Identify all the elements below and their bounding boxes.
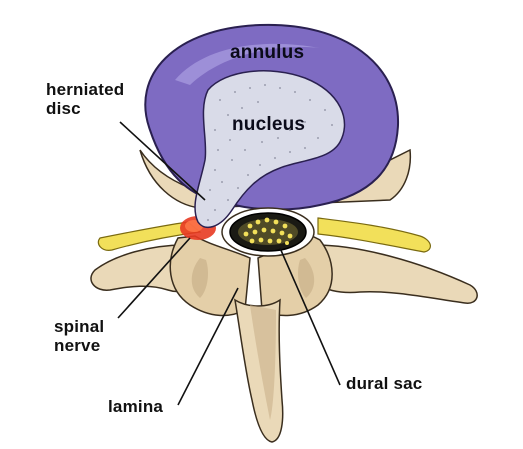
nucleus-stipple [207, 84, 333, 221]
facet-right [298, 258, 315, 298]
right-transverse-process [311, 244, 478, 304]
bone-shading [250, 305, 276, 420]
annulus-highlight [175, 43, 320, 85]
label-herniated-disc-line2: disc [46, 99, 81, 118]
label-dural-sac: dural sac [346, 374, 422, 393]
label-spinal-nerve-line2: nerve [54, 336, 100, 355]
facet-left [191, 258, 208, 298]
herniated-disc-leader [119, 121, 206, 201]
label-nucleus: nucleus [232, 114, 305, 135]
nerve-rootlets [243, 217, 293, 245]
label-lamina: lamina [108, 397, 163, 416]
leader-lines [117, 121, 341, 406]
left-lamina [169, 235, 251, 317]
right-spinal-nerve [317, 217, 431, 253]
label-herniated-disc-line1: herniated [46, 80, 124, 99]
intervertebral-disc [144, 23, 400, 229]
lamina-leader [177, 287, 239, 406]
spinal-canal [221, 207, 315, 257]
spinal-nerves [97, 216, 431, 253]
nucleus-pulposus [194, 70, 346, 229]
left-spinal-nerve [97, 221, 202, 251]
label-spinal-nerve-line1: spinal [54, 317, 104, 336]
label-annulus: annulus [230, 42, 304, 63]
dural-sac-leader [279, 247, 341, 386]
spinal-nerve-leader [117, 237, 191, 319]
